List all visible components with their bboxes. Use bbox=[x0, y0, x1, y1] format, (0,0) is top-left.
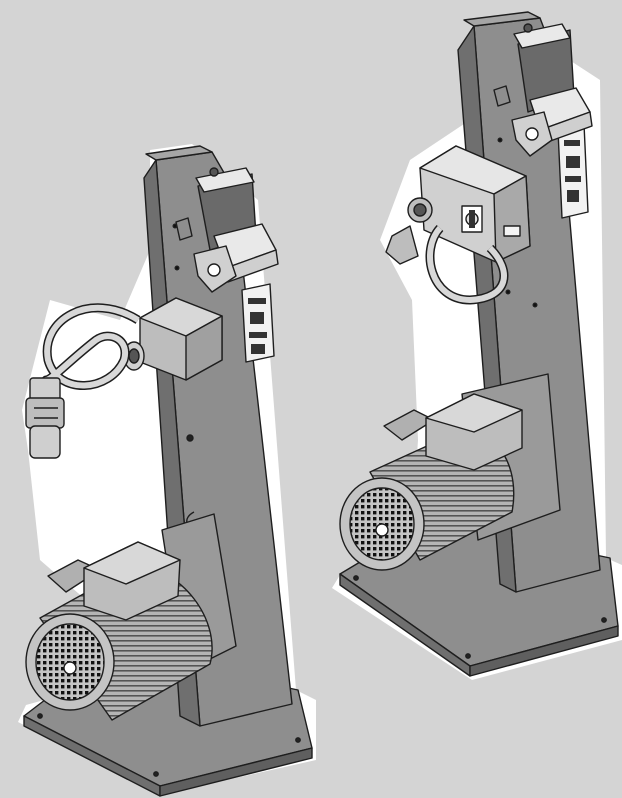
motor-left bbox=[25, 541, 213, 721]
power-cable-right bbox=[385, 224, 509, 305]
power-plug-left bbox=[25, 377, 65, 459]
grinder-right bbox=[332, 11, 622, 680]
grinding-head-left bbox=[175, 167, 279, 293]
power-cable-left bbox=[37, 303, 141, 399]
warning-label-right bbox=[557, 123, 589, 219]
motor-right bbox=[339, 393, 523, 571]
switch-box-right bbox=[407, 145, 531, 263]
terminal-box-left bbox=[123, 297, 223, 381]
grinding-head-right bbox=[493, 23, 593, 157]
warning-label-left bbox=[241, 283, 275, 363]
grinder-left bbox=[18, 144, 316, 797]
